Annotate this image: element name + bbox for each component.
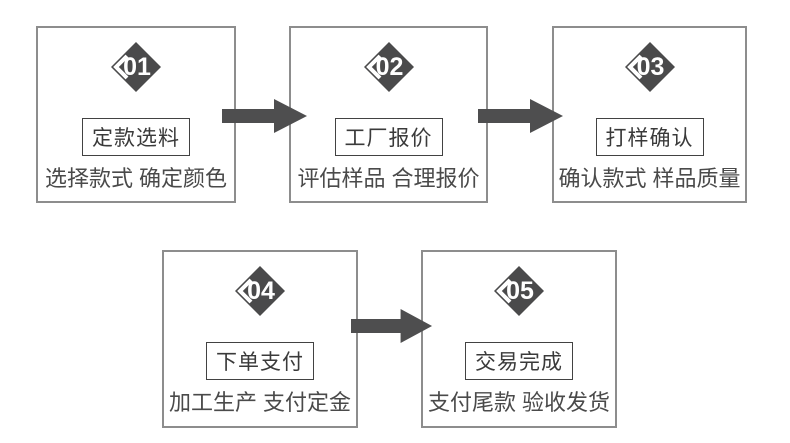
step-number: 01 xyxy=(123,52,151,81)
step-subtitle: 确认款式 样品质量 xyxy=(558,166,741,191)
step-title-box: 打样确认 xyxy=(595,118,704,156)
step-subtitle: 评估样品 合理报价 xyxy=(297,166,480,191)
step-title-box: 交易完成 xyxy=(465,342,573,380)
step-number-diamond-icon: 01 xyxy=(111,42,161,92)
step-card-4: 04 下单支付 加工生产 支付定金 xyxy=(162,250,358,428)
step-card-5: 05 交易完成 支付尾款 验收发货 xyxy=(421,250,617,428)
step-title-box: 下单支付 xyxy=(206,342,314,380)
step-title: 打样确认 xyxy=(605,127,694,150)
step-number-diamond-icon: 03 xyxy=(624,42,675,92)
step-number: 05 xyxy=(506,276,534,305)
step-card-1: 01 定款选料 选择款式 确定颜色 xyxy=(36,26,236,203)
step-number: 04 xyxy=(247,276,275,305)
step-subtitle: 支付尾款 验收发货 xyxy=(427,390,611,415)
step-title-box: 工厂报价 xyxy=(334,118,443,156)
step-number: 03 xyxy=(636,52,665,81)
step-title: 下单支付 xyxy=(216,351,304,374)
step-title: 定款选料 xyxy=(92,127,180,150)
step-title: 工厂报价 xyxy=(344,127,433,150)
step-number-diamond-icon: 05 xyxy=(494,266,544,316)
arrow-right-icon xyxy=(222,99,307,133)
step-number-diamond-icon: 04 xyxy=(235,266,285,316)
arrow-right-icon xyxy=(478,99,563,133)
step-title: 交易完成 xyxy=(475,351,563,374)
step-card-2: 02 工厂报价 评估样品 合理报价 xyxy=(289,26,488,203)
step-card-3: 03 打样确认 确认款式 样品质量 xyxy=(552,26,747,203)
step-subtitle: 选择款式 确定颜色 xyxy=(44,166,228,191)
step-number-diamond-icon: 02 xyxy=(363,42,414,92)
arrow-right-icon xyxy=(351,309,433,343)
step-number: 02 xyxy=(375,52,404,81)
step-title-box: 定款选料 xyxy=(82,118,190,156)
step-subtitle: 加工生产 支付定金 xyxy=(168,390,352,415)
